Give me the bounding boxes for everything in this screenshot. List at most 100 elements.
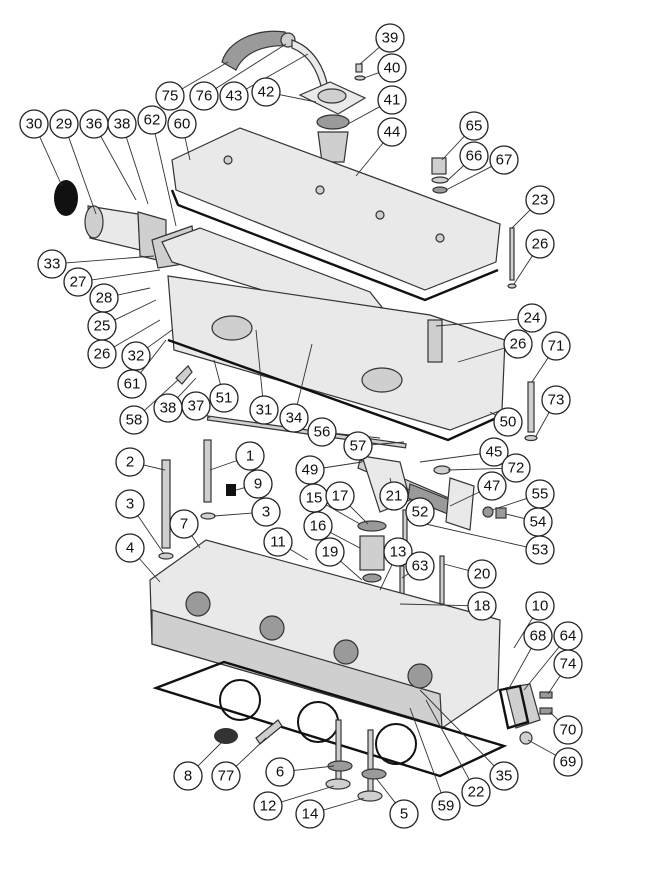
svg-text:75: 75 (162, 88, 179, 105)
callout-22-leader (425, 699, 470, 780)
callout-66-leader (447, 165, 465, 181)
callout-6-leader (293, 765, 335, 771)
svg-text:18: 18 (474, 598, 491, 615)
callout-70-leader (549, 711, 559, 721)
thermostat-housing-64 (505, 683, 541, 729)
svg-text:40: 40 (384, 60, 401, 77)
bolt-70 (539, 707, 553, 715)
callout-11: 11 (263, 527, 293, 557)
callout-9: 9 (243, 469, 273, 499)
callout-33: 33 (37, 249, 67, 279)
rocker-cover (171, 127, 501, 291)
svg-text:27: 27 (70, 274, 87, 291)
svg-text:13: 13 (390, 544, 407, 561)
callout-23-leader (511, 209, 531, 229)
callout-51-leader (213, 359, 221, 385)
callout-68: 68 (523, 621, 553, 651)
bracket-58 (175, 365, 193, 385)
svg-text:26: 26 (532, 236, 549, 253)
callout-67-leader (445, 166, 492, 191)
callout-24-leader (435, 318, 519, 327)
callout-45: 45 (479, 437, 509, 467)
svg-text:22: 22 (468, 784, 485, 801)
svg-text:60: 60 (174, 116, 191, 133)
svg-text:59: 59 (438, 798, 455, 815)
gasket-bore-2 (297, 701, 339, 743)
callout-3b-leader (213, 512, 253, 517)
svg-text:12: 12 (260, 798, 277, 815)
svg-text:65: 65 (466, 118, 483, 135)
callout-21: 21 (379, 481, 409, 511)
callout-55-leader (491, 498, 527, 511)
callout-27: 27 (63, 267, 93, 297)
svg-text:7: 7 (180, 516, 188, 533)
callout-53-leader (407, 519, 527, 548)
callout-37: 37 (181, 391, 211, 421)
callout-31: 31 (249, 395, 279, 425)
callout-3b: 3 (251, 497, 281, 527)
callout-45-leader (419, 453, 481, 463)
cover-hole-1 (223, 155, 233, 165)
callout-39-leader (359, 46, 380, 65)
svg-text:1: 1 (246, 448, 254, 465)
callout-1: 1 (235, 441, 265, 471)
bolt-39 (355, 63, 363, 73)
svg-text:68: 68 (530, 628, 547, 645)
svg-text:5: 5 (400, 806, 408, 823)
callout-36: 36 (79, 109, 109, 139)
callout-55: 55 (525, 479, 555, 509)
screw-54 (495, 507, 507, 519)
callout-33-leader (65, 255, 155, 264)
callout-7: 7 (169, 509, 199, 539)
svg-text:38: 38 (114, 116, 131, 133)
callout-74-leader (547, 675, 561, 695)
svg-text:4: 4 (126, 540, 134, 557)
svg-text:3: 3 (262, 504, 270, 521)
svg-text:39: 39 (382, 30, 399, 47)
callout-32-leader (147, 329, 173, 349)
plug-69 (519, 731, 533, 745)
callout-73: 73 (541, 385, 571, 415)
callout-40: 40 (377, 53, 407, 83)
callout-43: 43 (219, 81, 249, 111)
callout-26a: 26 (525, 229, 555, 259)
callout-14: 14 (295, 799, 325, 829)
callout-42: 42 (251, 77, 281, 107)
callout-6: 6 (265, 757, 295, 787)
svg-text:53: 53 (532, 542, 549, 559)
callout-20-leader (443, 563, 469, 571)
callout-17-leader (349, 505, 369, 525)
callout-59-leader (409, 707, 442, 794)
thermostat-gasket-68 (498, 684, 530, 730)
svg-text:29: 29 (56, 116, 73, 133)
svg-text:26: 26 (94, 346, 111, 363)
callout-47: 47 (477, 471, 507, 501)
callout-21-leader (389, 477, 392, 483)
callout-29-leader (68, 137, 97, 215)
core-plug-8 (214, 728, 238, 744)
long-bolt-23 (509, 227, 515, 281)
callout-52: 52 (405, 497, 435, 527)
breather-tube (291, 39, 329, 91)
cap-9 (226, 484, 236, 496)
callout-3a: 3 (115, 489, 145, 519)
valve-stem-14 (367, 729, 374, 793)
callout-44-leader (355, 142, 384, 177)
callout-54-leader (505, 513, 525, 520)
svg-text:32: 32 (128, 348, 145, 365)
svg-text:36: 36 (86, 116, 103, 133)
callout-54: 54 (523, 507, 553, 537)
oil-fill-washer (431, 176, 449, 184)
callout-64: 64 (553, 621, 583, 651)
svg-text:61: 61 (124, 376, 141, 393)
callout-9-leader (235, 487, 245, 491)
svg-text:64: 64 (560, 628, 577, 645)
parts-illustration (54, 30, 553, 802)
svg-text:26: 26 (510, 336, 527, 353)
svg-text:15: 15 (306, 490, 323, 507)
glow-plug-77 (255, 719, 283, 745)
svg-text:17: 17 (332, 488, 349, 505)
svg-text:28: 28 (96, 290, 113, 307)
callout-5: 5 (389, 799, 419, 829)
svg-text:9: 9 (254, 476, 262, 493)
